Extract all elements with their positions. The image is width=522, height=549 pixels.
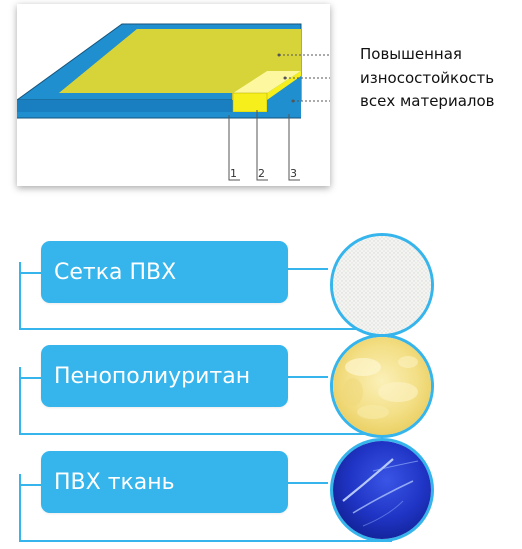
layer-bracket-mesh: [19, 262, 392, 330]
layer-connector-fabric: [19, 484, 41, 486]
callout-line-3: всех материалов: [360, 92, 495, 110]
callout-line-2: износостойкость: [360, 69, 495, 87]
layer-connector-foam: [19, 377, 41, 379]
layer-pill-foam: Пенополиуритан: [41, 345, 288, 407]
layer-bracket-foam: [19, 367, 392, 435]
layer-label-3: 3: [290, 167, 297, 180]
layer-label-mesh: Сетка ПВХ: [54, 259, 177, 285]
callout-line-1: Повышенная: [360, 45, 462, 63]
mesh-texture-image: [330, 233, 434, 337]
layer-label-2: 2: [258, 167, 265, 180]
fabric-texture-image: [330, 438, 434, 542]
layer-connector-right-mesh: [288, 268, 328, 270]
layer-connector-mesh: [19, 272, 41, 274]
layer-connector-right-foam: [288, 376, 328, 378]
layer-bracket-fabric: [19, 474, 392, 542]
layer-connector-right-fabric: [288, 482, 328, 484]
mat-cross-section-card: 1 2 3: [17, 4, 330, 186]
layer-pill-mesh: Сетка ПВХ: [41, 241, 288, 303]
layer-label-foam: Пенополиуритан: [54, 363, 251, 389]
foam-texture-image: [330, 334, 434, 438]
layer-pill-fabric: ПВХ ткань: [41, 451, 288, 513]
mat-cross-section-drawing: 1 2 3: [17, 23, 330, 181]
layer-label-1: 1: [230, 167, 237, 180]
layer-label-fabric: ПВХ ткань: [54, 469, 175, 495]
